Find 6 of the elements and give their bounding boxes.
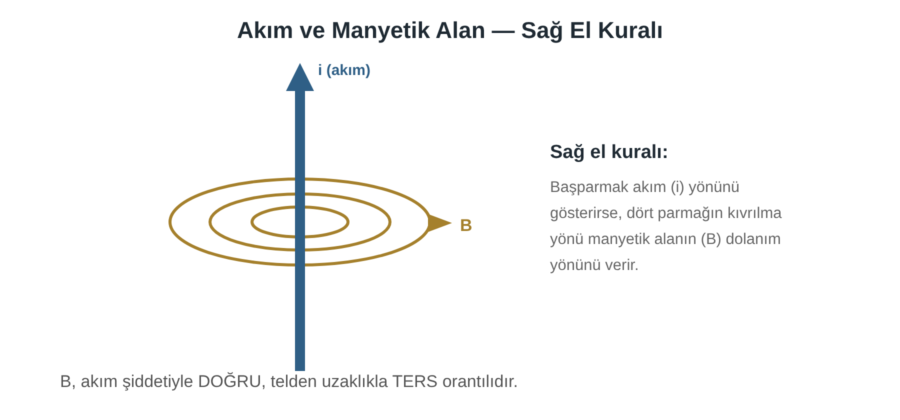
rule-text: Başparmak akım (i) yönünü gösterirse, dört parmağın kıvrılma yönü manyetik alanın (B) dolanım yönünü verir. bbox=[550, 178, 783, 276]
rule-heading: Sağ el kuralı: bbox=[550, 142, 668, 164]
caption-note: B, akım şiddetiyle DOĞRU, telden uzaklıkla TERS orantılıdır. bbox=[60, 372, 518, 392]
title: Akım ve Manyetik Alan — Sağ El Kuralı bbox=[236, 17, 664, 44]
current-label: i (akım) bbox=[318, 62, 371, 79]
field-label: B bbox=[460, 216, 472, 236]
